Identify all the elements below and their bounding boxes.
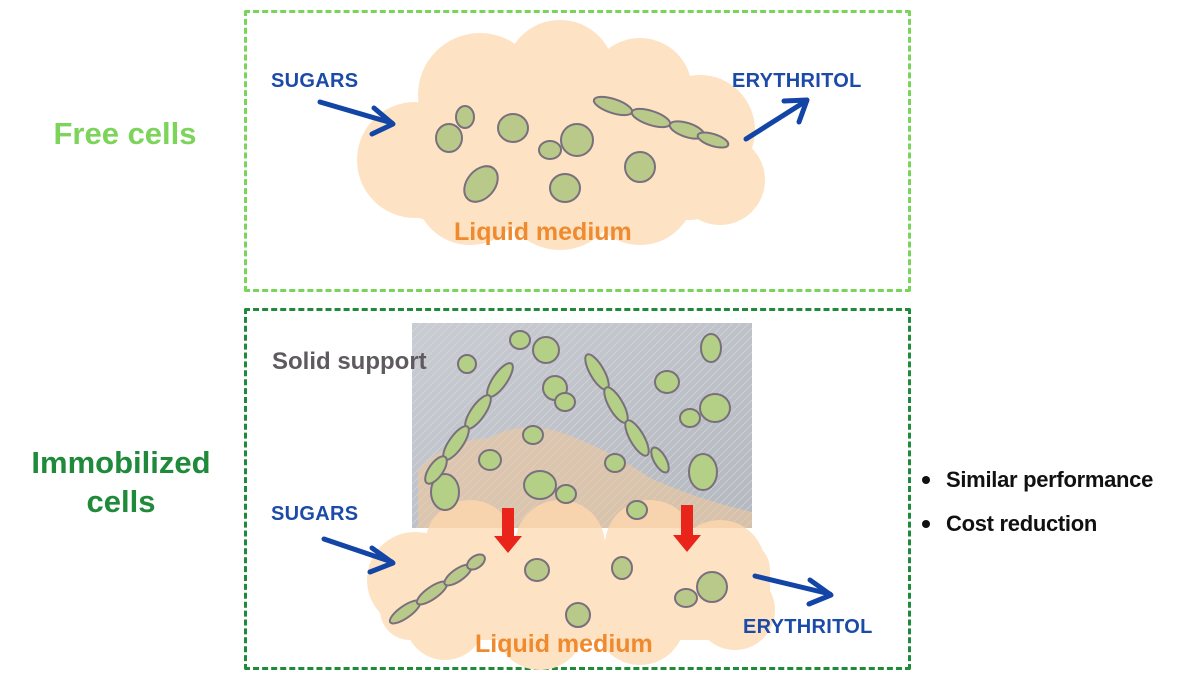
solid-support-label: Solid support	[272, 348, 427, 375]
immobilized-cells-panel	[244, 308, 911, 670]
benefit-item: Similar performance	[922, 458, 1153, 502]
free-input-label: SUGARS	[271, 70, 359, 92]
benefits-list: Similar performance Cost reduction	[922, 458, 1153, 546]
support-cells	[424, 330, 731, 520]
free-cells-title: Free cells	[53, 116, 197, 151]
free-medium-label: Liquid medium	[454, 218, 632, 246]
free-output-label: ERYTHRITOL	[732, 70, 862, 92]
benefit-item: Cost reduction	[922, 502, 1153, 546]
immobilized-cells-title: Immobilized cells	[31, 445, 211, 519]
immobilized-medium-label: Liquid medium	[475, 630, 653, 658]
free-output-arrow	[743, 97, 810, 142]
immobilized-output-arrow	[752, 573, 834, 607]
support-wetted-area	[418, 427, 752, 528]
free-input-arrow	[317, 99, 396, 137]
immobilized-output-label: ERYTHRITOL	[743, 616, 873, 638]
release-arrow-left	[494, 508, 522, 553]
bullet-icon	[922, 520, 930, 528]
free-cells	[435, 95, 730, 203]
released-cells	[388, 553, 728, 628]
immobilized-input-label: SUGARS	[271, 503, 359, 525]
release-arrow-right	[673, 505, 701, 552]
free-cells-panel	[244, 10, 911, 292]
bullet-icon	[922, 476, 930, 484]
immobilized-input-arrow	[321, 536, 396, 575]
